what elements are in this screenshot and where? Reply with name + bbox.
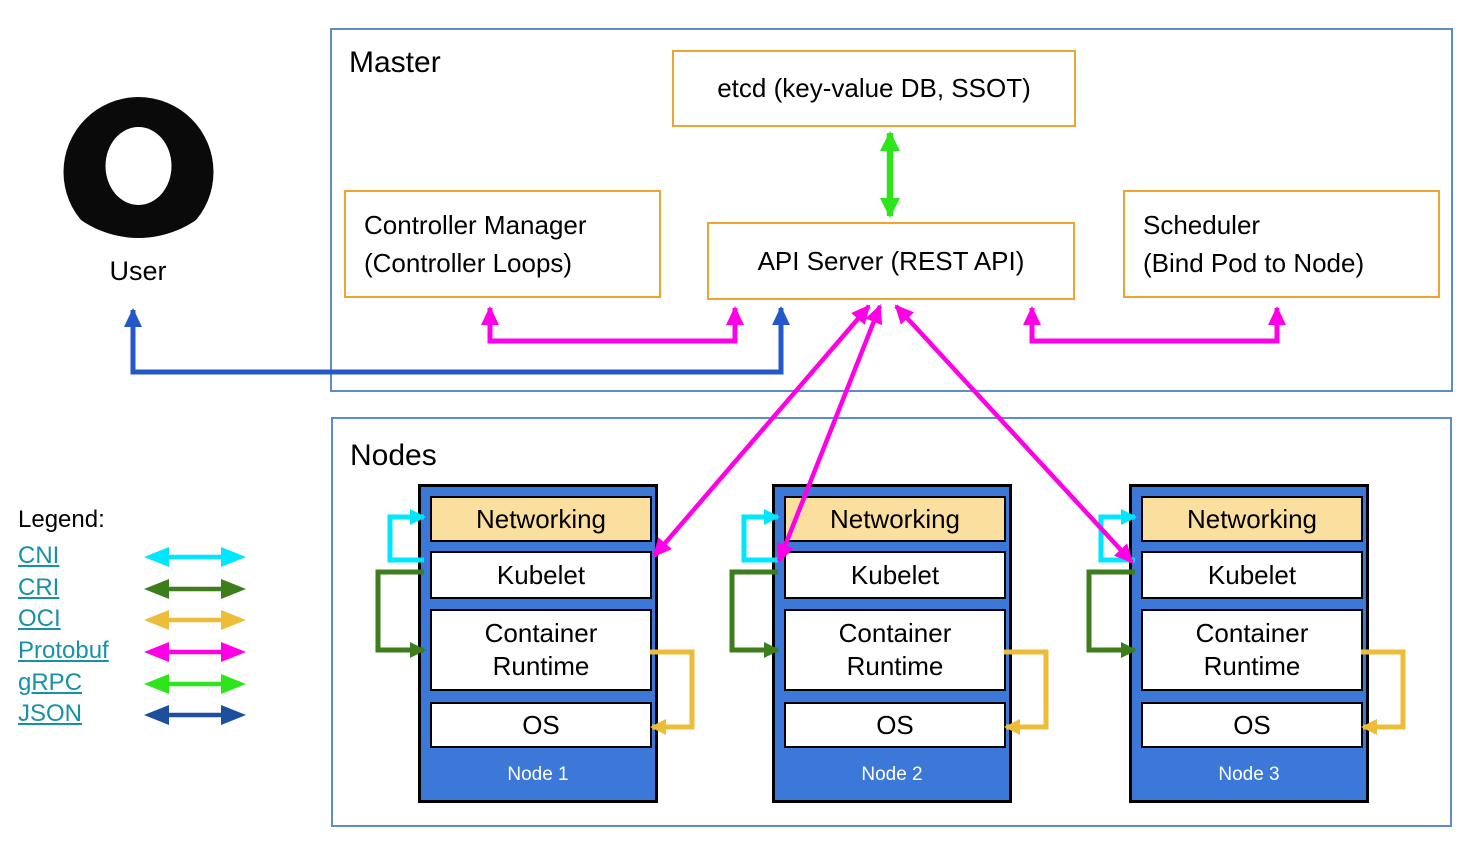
- scheduler-sublabel: (Bind Pod to Node): [1143, 248, 1365, 278]
- legend-row-grpc: gRPC: [18, 669, 298, 701]
- node-1-networking-layer: Networking: [430, 496, 652, 542]
- cni-link[interactable]: CNI: [18, 542, 60, 569]
- legend-row-cri: CRI: [18, 574, 298, 606]
- node-1-kubelet-layer: Kubelet: [430, 551, 652, 599]
- cni-legend-arrow-icon: [144, 547, 246, 567]
- legend-row-protobuf: Protobuf: [18, 637, 298, 669]
- node-1: Networking Kubelet Container Runtime OS …: [418, 484, 658, 803]
- node-3-container-runtime-layer: Container Runtime: [1141, 609, 1363, 691]
- controller-manager-box: Controller Manager (Controller Loops): [344, 190, 661, 298]
- node-2-os-layer: OS: [784, 702, 1006, 748]
- master-section: Master: [330, 28, 1453, 392]
- nodes-section: Nodes: [331, 417, 1452, 827]
- legend-row-json: JSON: [18, 700, 298, 732]
- node-3-networking-layer: Networking: [1141, 496, 1363, 542]
- node-2-container-runtime-layer: Container Runtime: [784, 609, 1006, 691]
- legend-row-oci: OCI: [18, 605, 298, 637]
- node-1-container-runtime-layer: Container Runtime: [430, 609, 652, 691]
- controller-manager-sublabel: (Controller Loops): [364, 248, 573, 278]
- oci-legend-arrow-icon: [144, 610, 246, 631]
- node-2-kubelet-layer: Kubelet: [784, 551, 1006, 599]
- cri-legend-arrow-icon: [144, 578, 246, 599]
- grpc-link[interactable]: gRPC: [18, 668, 83, 696]
- scheduler-box: Scheduler (Bind Pod to Node): [1123, 190, 1440, 298]
- protobuf-link[interactable]: Protobuf: [18, 637, 109, 665]
- nodes-title: Nodes: [350, 439, 437, 472]
- controller-manager-label: Controller Manager: [364, 210, 587, 240]
- json-legend-arrow-icon: [144, 705, 246, 726]
- scheduler-label: Scheduler: [1143, 210, 1261, 240]
- node-2-caption: Node 2: [861, 763, 923, 785]
- legend-title: Legend:: [18, 506, 105, 533]
- etcd-box: etcd (key-value DB, SSOT): [672, 50, 1076, 127]
- node-3-kubelet-layer: Kubelet: [1141, 551, 1363, 599]
- protobuf-legend-arrow-icon: [144, 642, 246, 663]
- json-link[interactable]: JSON: [18, 700, 83, 728]
- master-title: Master: [349, 46, 441, 79]
- oci-link[interactable]: OCI: [18, 605, 61, 633]
- node-2: Networking Kubelet Container Runtime OS …: [772, 484, 1012, 803]
- user-label: User: [109, 256, 167, 286]
- user-icon: [63, 97, 214, 238]
- node-3: Networking Kubelet Container Runtime OS …: [1129, 484, 1369, 803]
- api-server-box: API Server (REST API): [707, 222, 1075, 300]
- node-2-networking-layer: Networking: [784, 496, 1006, 542]
- legend: Legend: CNI CRI OCI Protobuf gRPC JSON: [18, 506, 298, 732]
- node-1-os-layer: OS: [430, 702, 652, 748]
- cri-link[interactable]: CRI: [18, 573, 60, 601]
- node-1-caption: Node 1: [507, 763, 569, 785]
- grpc-legend-arrow-icon: [144, 673, 246, 694]
- legend-row-cni: CNI: [18, 542, 298, 574]
- node-3-os-layer: OS: [1141, 702, 1363, 748]
- node-3-caption: Node 3: [1218, 763, 1280, 785]
